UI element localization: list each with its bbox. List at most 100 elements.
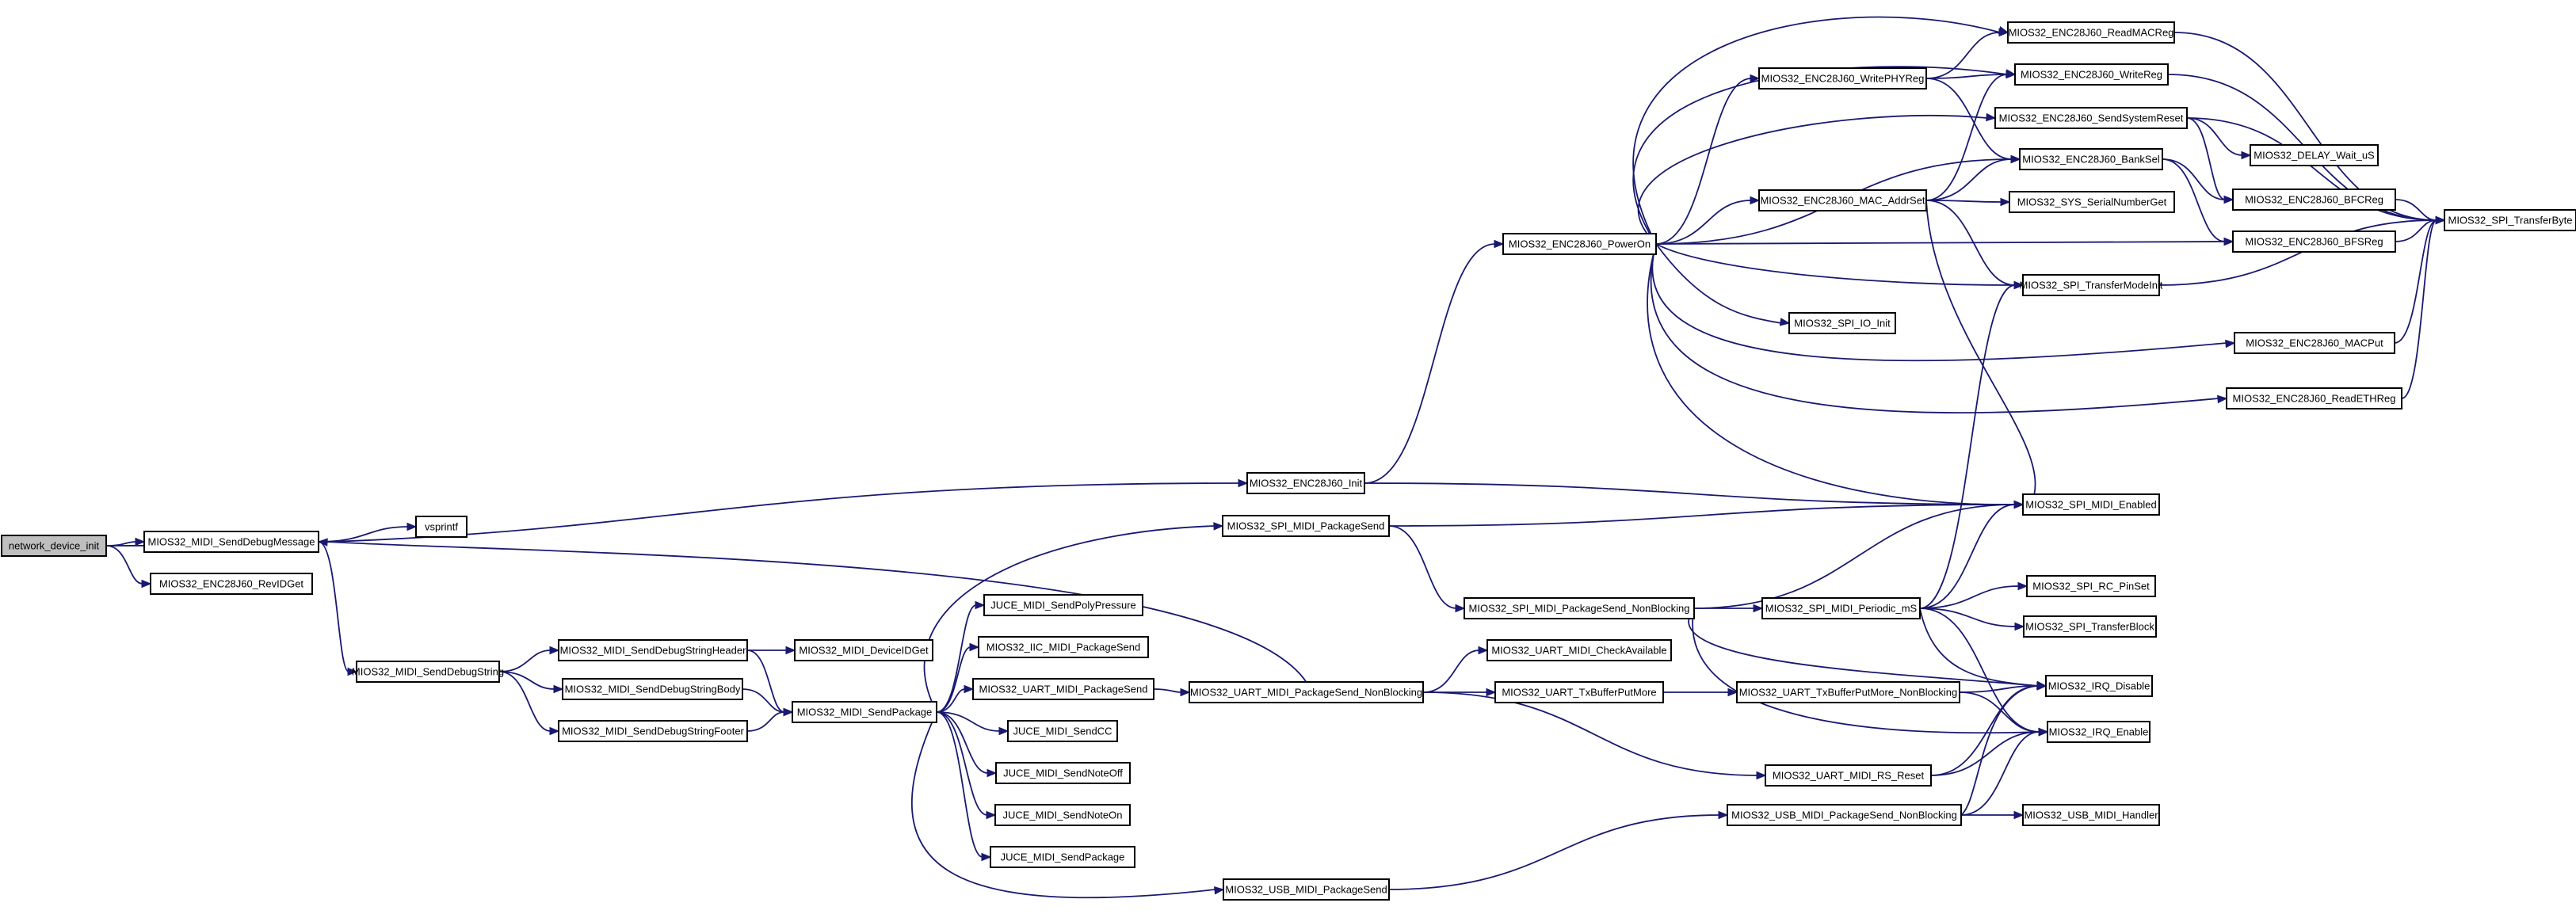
edge-arrowhead — [1727, 688, 1738, 697]
node-mios32-spi-midi-enabled[interactable]: MIOS32_SPI_MIDI_Enabled — [2022, 493, 2160, 516]
edge-mios32-enc28j60-init-to-mios32-enc28j60-poweron — [1364, 239, 1505, 484]
edge-arrowhead — [2013, 280, 2025, 290]
edge-line — [1919, 608, 2017, 627]
node-box — [1758, 189, 1927, 211]
node-mios32-uart-txbufferputmore-nonblocking[interactable]: MIOS32_UART_TxBufferPutMore_NonBlocking — [1736, 681, 1960, 703]
edge-mios32-midi-senddebugstringfooter-to-mios32-midi-sendpackage — [746, 707, 794, 732]
node-mios32-enc28j60-writephyreg[interactable]: MIOS32_ENC28J60_WritePHYReg — [1758, 67, 1927, 90]
node-juce-midi-sendcc[interactable]: JUCE_MIDI_SendCC — [1007, 720, 1118, 742]
edge-mios32-midi-sendpackage-to-juce-midi-sendcc — [936, 711, 1009, 736]
node-label: MIOS32_ENC28J60_BFCReg — [2245, 194, 2383, 206]
node-label: MIOS32_UART_MIDI_CheckAvailable — [1491, 645, 1666, 657]
edge-mios32-spi-midi-packagesend-to-mios32-spi-midi-packagesend-nonblocking — [1388, 525, 1466, 613]
node-mios32-enc28j60-revidget[interactable]: MIOS32_ENC28J60_RevIDGet — [150, 573, 313, 595]
edge-arrowhead — [549, 646, 560, 655]
node-mios32-spi-midi-packagesend-nonblocking[interactable]: MIOS32_SPI_MIDI_PackageSend_NonBlocking — [1464, 597, 1695, 619]
edge-arrowhead — [1238, 478, 1249, 488]
node-mios32-enc28j60-writereg[interactable]: MIOS32_ENC28J60_WriteReg — [2014, 63, 2169, 86]
node-mios32-enc28j60-bfcreg[interactable]: MIOS32_ENC28J60_BFCReg — [2232, 189, 2396, 211]
edge-line — [936, 711, 989, 774]
node-juce-midi-sendnoteon[interactable]: JUCE_MIDI_SendNoteOn — [994, 804, 1131, 826]
edge-mios32-enc28j60-poweron-to-mios32-enc28j60-macput — [1651, 243, 2236, 362]
edge-arrowhead — [998, 726, 1009, 736]
edge-line — [1655, 243, 1782, 324]
edge-mios32-enc28j60-readethreg-to-mios32-spi-transferbyte — [2401, 215, 2446, 399]
edge-mios32-uart-midi-packagesend-nonblocking-to-mios32-uart-midi-checkavailable — [1422, 646, 1489, 693]
node-box — [1994, 107, 2188, 129]
node-label: MIOS32_ENC28J60_WritePHYReg — [1761, 73, 1925, 85]
node-juce-midi-sendpolypressure[interactable]: JUCE_MIDI_SendPolyPressure — [983, 594, 1143, 616]
node-mios32-spi-io-init[interactable]: MIOS32_SPI_IO_Init — [1788, 312, 1896, 334]
node-mios32-usb-midi-packagesend-nonblocking[interactable]: MIOS32_USB_MIDI_PackageSend_NonBlocking — [1727, 804, 1962, 826]
node-box — [143, 531, 319, 553]
edge-line — [1651, 243, 2227, 362]
node-label: MIOS32_USB_MIDI_Handler — [2024, 809, 2158, 821]
node-mios32-uart-midi-packagesend-nonblocking[interactable]: MIOS32_UART_MIDI_PackageSend_NonBlocking — [1189, 681, 1424, 703]
node-mios32-spi-rc-pinset[interactable]: MIOS32_SPI_RC_PinSet — [2026, 575, 2156, 597]
edge-line — [910, 711, 1216, 899]
node-mios32-midi-senddebugstringbody[interactable]: MIOS32_MIDI_SendDebugStringBody — [562, 678, 743, 700]
node-box — [2250, 144, 2379, 166]
node-mios32-enc28j60-macput[interactable]: MIOS32_ENC28J60_MACPut — [2234, 332, 2395, 354]
node-label: MIOS32_MIDI_SendDebugStringHeader — [560, 645, 747, 657]
node-mios32-usb-midi-handler[interactable]: MIOS32_USB_MIDI_Handler — [2022, 804, 2160, 826]
node-mios32-spi-transferbyte[interactable]: MIOS32_SPI_TransferByte — [2444, 209, 2576, 231]
edge-mios32-spi-midi-periodic-ms-to-mios32-spi-transferblock — [1919, 608, 2025, 631]
node-mios32-enc28j60-banksel[interactable]: MIOS32_ENC28J60_BankSel — [2019, 148, 2163, 170]
node-mios32-midi-deviceidget[interactable]: MIOS32_MIDI_DeviceIDGet — [794, 639, 933, 661]
node-mios32-enc28j60-mac-addrset[interactable]: MIOS32_ENC28J60_MAC_AddrSet — [1758, 189, 1927, 211]
node-box — [978, 636, 1149, 658]
node-label: network_device_init — [9, 540, 100, 552]
edge-line — [1930, 731, 2040, 776]
node-mios32-enc28j60-sendsystemreset[interactable]: MIOS32_ENC28J60_SendSystemReset — [1994, 107, 2188, 129]
node-juce-midi-sendnoteoff[interactable]: JUCE_MIDI_SendNoteOff — [995, 762, 1131, 784]
node-label: MIOS32_SPI_TransferByte — [2448, 215, 2572, 227]
node-mios32-spi-transfermodeinit[interactable]: MIOS32_SPI_TransferModeInit — [2020, 274, 2163, 296]
node-mios32-uart-midi-rs-reset[interactable]: MIOS32_UART_MIDI_RS_Reset — [1765, 764, 1932, 787]
node-vsprintf[interactable]: vsprintf — [415, 516, 467, 538]
edge-mios32-enc28j60-mac-addrset-to-mios32-spi-transfermodeinit — [1925, 200, 2025, 290]
node-box — [1189, 681, 1424, 703]
node-mios32-spi-midi-packagesend[interactable]: MIOS32_SPI_MIDI_PackageSend — [1222, 515, 1390, 537]
node-label: MIOS32_MIDI_DeviceIDGet — [799, 645, 929, 657]
node-mios32-delay-wait-us[interactable]: MIOS32_DELAY_Wait_uS — [2250, 144, 2379, 166]
node-label: MIOS32_ENC28J60_Init — [1250, 478, 1363, 489]
node-mios32-usb-midi-packagesend[interactable]: MIOS32_USB_MIDI_PackageSend — [1223, 878, 1390, 901]
node-mios32-sys-serialnumberget[interactable]: MIOS32_SYS_SerialNumberGet — [2009, 191, 2175, 213]
node-mios32-uart-midi-checkavailable[interactable]: MIOS32_UART_MIDI_CheckAvailable — [1486, 639, 1672, 661]
node-mios32-spi-midi-periodic-ms[interactable]: MIOS32_SPI_MIDI_Periodic_mS — [1761, 597, 1921, 619]
node-box — [2026, 575, 2156, 597]
node-juce-midi-sendpackage[interactable]: JUCE_MIDI_SendPackage — [990, 846, 1135, 868]
edge-mios32-enc28j60-mac-addrset-to-mios32-enc28j60-banksel — [1925, 154, 2021, 201]
node-mios32-enc28j60-bfsreg[interactable]: MIOS32_ENC28J60_BFSReg — [2232, 230, 2396, 253]
node-mios32-enc28j60-readethreg[interactable]: MIOS32_ENC28J60_ReadETHReg — [2226, 387, 2402, 409]
node-mios32-midi-senddebugstringheader[interactable]: MIOS32_MIDI_SendDebugStringHeader — [558, 639, 748, 661]
node-mios32-spi-transferblock[interactable]: MIOS32_SPI_TransferBlock — [2023, 615, 2157, 638]
edge-line — [1960, 685, 2039, 816]
node-label: MIOS32_MIDI_SendPackage — [797, 707, 933, 718]
node-network-device-init[interactable]: network_device_init — [1, 535, 107, 557]
node-mios32-irq-enable[interactable]: MIOS32_IRQ_Enable — [2047, 721, 2150, 743]
node-label: MIOS32_UART_MIDI_RS_Reset — [1773, 770, 1925, 782]
edge-line — [1422, 691, 1758, 776]
node-mios32-midi-senddebugstringfooter[interactable]: MIOS32_MIDI_SendDebugStringFooter — [558, 720, 748, 742]
edge-arrowhead — [2013, 810, 2025, 820]
node-mios32-midi-senddebugstring[interactable]: MIOS32_MIDI_SendDebugString — [352, 661, 504, 683]
node-mios32-enc28j60-readmacreg[interactable]: MIOS32_ENC28J60_ReadMACReg — [2007, 21, 2175, 44]
edge-mios32-spi-midi-packagesend-to-mios32-spi-midi-enabled — [1388, 500, 2025, 527]
edge-line — [2401, 219, 2437, 399]
node-mios32-uart-midi-packagesend[interactable]: MIOS32_UART_MIDI_PackageSend — [972, 678, 1154, 700]
node-mios32-midi-senddebugmessage[interactable]: MIOS32_MIDI_SendDebugMessage — [143, 531, 319, 553]
edge-mios32-enc28j60-banksel-to-mios32-enc28j60-bfcreg — [2162, 158, 2234, 204]
node-mios32-irq-disable[interactable]: MIOS32_IRQ_Disable — [2045, 675, 2153, 697]
node-mios32-enc28j60-poweron[interactable]: MIOS32_ENC28J60_PowerOn — [1502, 233, 1657, 255]
edge-line — [1388, 814, 1720, 890]
edge-line — [105, 545, 143, 585]
node-box — [1727, 804, 1962, 826]
node-mios32-uart-txbufferputmore[interactable]: MIOS32_UART_TxBufferPutMore — [1494, 681, 1664, 703]
node-mios32-enc28j60-init[interactable]: MIOS32_ENC28J60_Init — [1246, 472, 1365, 494]
edge-mios32-usb-midi-packagesend-to-mios32-usb-midi-packagesend-nonblocking — [1388, 810, 1729, 890]
edge-network-device-init-to-mios32-enc28j60-revidget — [105, 545, 152, 589]
node-mios32-iic-midi-packagesend[interactable]: MIOS32_IIC_MIDI_PackageSend — [978, 636, 1149, 658]
node-mios32-midi-sendpackage[interactable]: MIOS32_MIDI_SendPackage — [792, 701, 937, 723]
